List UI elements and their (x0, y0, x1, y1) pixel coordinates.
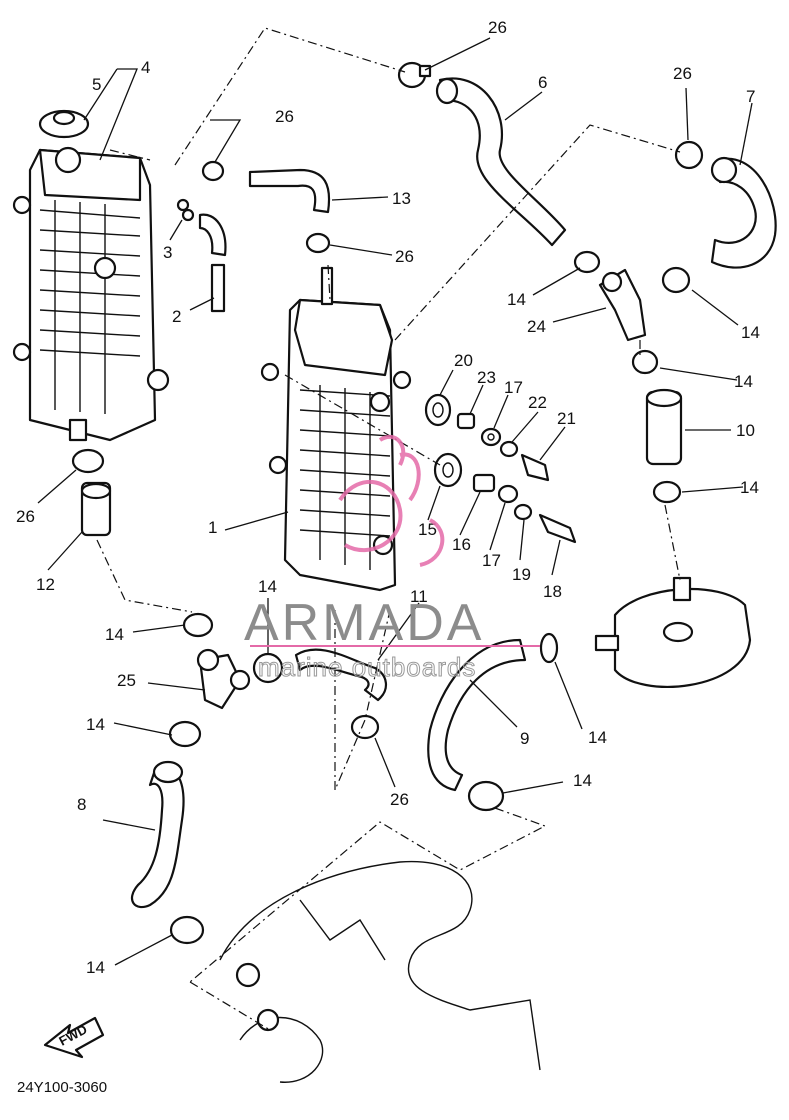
callout-19: 19 (512, 565, 531, 584)
leader-lines (37, 37, 753, 966)
callout-25: 25 (117, 671, 136, 690)
hose-13 (248, 168, 331, 214)
callout-20: 20 (454, 351, 473, 370)
callout-14-g: 14 (86, 715, 105, 734)
hose-8 (131, 760, 185, 909)
clamp-26-top (397, 61, 432, 89)
hose-7 (710, 156, 777, 269)
callout-14-a: 14 (507, 290, 526, 309)
watermark-tagline: marine outboards (258, 652, 476, 682)
clamp-26-upper-left (201, 160, 225, 182)
washer-17b (497, 484, 519, 504)
clamp-14-h (168, 720, 202, 748)
callout-16: 16 (452, 535, 471, 554)
callout-6: 6 (538, 73, 547, 92)
clamp-26-mid (305, 232, 331, 254)
callout-14-b: 14 (741, 323, 760, 342)
clamp-26-right (674, 140, 704, 170)
clamp-14-d (652, 480, 682, 504)
callout-22: 22 (528, 393, 547, 412)
watermark-brand: ARMADA (244, 594, 484, 652)
clamp-14-j (169, 915, 205, 945)
callout-26-top: 26 (488, 18, 507, 37)
clamp-14-a (573, 250, 601, 274)
callout-14-j: 14 (86, 958, 105, 977)
hose-12 (80, 481, 112, 537)
callout-23: 23 (477, 368, 496, 387)
callout-15: 15 (418, 520, 437, 539)
hose-2 (198, 213, 227, 313)
callout-14-f: 14 (105, 625, 124, 644)
bolt-18 (538, 513, 577, 544)
fwd-arrow: FWD (43, 1016, 105, 1059)
hose-10 (645, 388, 683, 466)
callout-21: 21 (557, 409, 576, 428)
callout-26-mid: 26 (395, 247, 414, 266)
callout-9: 9 (520, 729, 529, 748)
hose-6 (435, 77, 567, 247)
callout-24: 24 (527, 317, 546, 336)
callout-8: 8 (77, 795, 86, 814)
callout-11: 11 (410, 587, 428, 606)
callout-26-right: 26 (673, 64, 692, 83)
drawing-code: 24Y100-3060 (17, 1079, 107, 1096)
callout-17-b: 17 (482, 551, 501, 570)
callout-26-lower: 26 (390, 790, 409, 809)
callout-14-c: 14 (734, 372, 753, 391)
hose-11 (294, 648, 387, 702)
washer-17a (480, 427, 502, 447)
callout-18: 18 (543, 582, 562, 601)
callout-10: 10 (736, 421, 755, 440)
clip-3 (176, 198, 195, 222)
clamp-26-left (71, 448, 105, 474)
joint-24 (598, 268, 647, 342)
callout-5: 5 (92, 75, 101, 94)
water-pump-housing (594, 576, 752, 688)
washer-22 (499, 440, 519, 458)
engine-crankcase (219, 860, 541, 1083)
callout-1: 1 (208, 518, 217, 537)
callout-12: 12 (36, 575, 55, 594)
clamp-14-b (661, 266, 691, 294)
routing-lines (96, 27, 681, 1031)
clamp-14-i (467, 780, 505, 812)
clamp-14-c (631, 349, 659, 375)
left-radiator (12, 146, 170, 442)
grommet-15 (433, 452, 463, 488)
washer-19 (513, 503, 533, 521)
callout-14-h: 14 (588, 728, 607, 747)
collar-16 (472, 473, 496, 493)
grommet-20 (424, 393, 452, 427)
clamp-26-lower (350, 714, 380, 740)
callout-26-left: 26 (16, 507, 35, 526)
hose-9 (427, 638, 527, 792)
callout-14-i: 14 (573, 771, 592, 790)
callout-17-a: 17 (504, 378, 523, 397)
callout-14-d: 14 (740, 478, 759, 497)
center-radiator (260, 266, 412, 592)
callout-13: 13 (392, 189, 411, 208)
bolt-21 (520, 453, 550, 482)
collar-23 (456, 412, 476, 430)
radiator-cap (38, 109, 90, 139)
callout-4: 4 (141, 58, 150, 77)
clamp-14-e (539, 632, 559, 664)
clamp-14-f (182, 612, 214, 638)
callout-2: 2 (172, 307, 181, 326)
callout-26-upper: 26 (275, 107, 294, 126)
callout-labels: 4 5 26 26 6 26 7 13 26 3 2 14 24 14 20 2… (16, 18, 760, 977)
joint-25 (196, 648, 251, 710)
callout-7: 7 (746, 87, 755, 106)
callout-3: 3 (163, 243, 172, 262)
callout-14-e: 14 (258, 577, 277, 596)
watermark-logo (338, 434, 445, 567)
